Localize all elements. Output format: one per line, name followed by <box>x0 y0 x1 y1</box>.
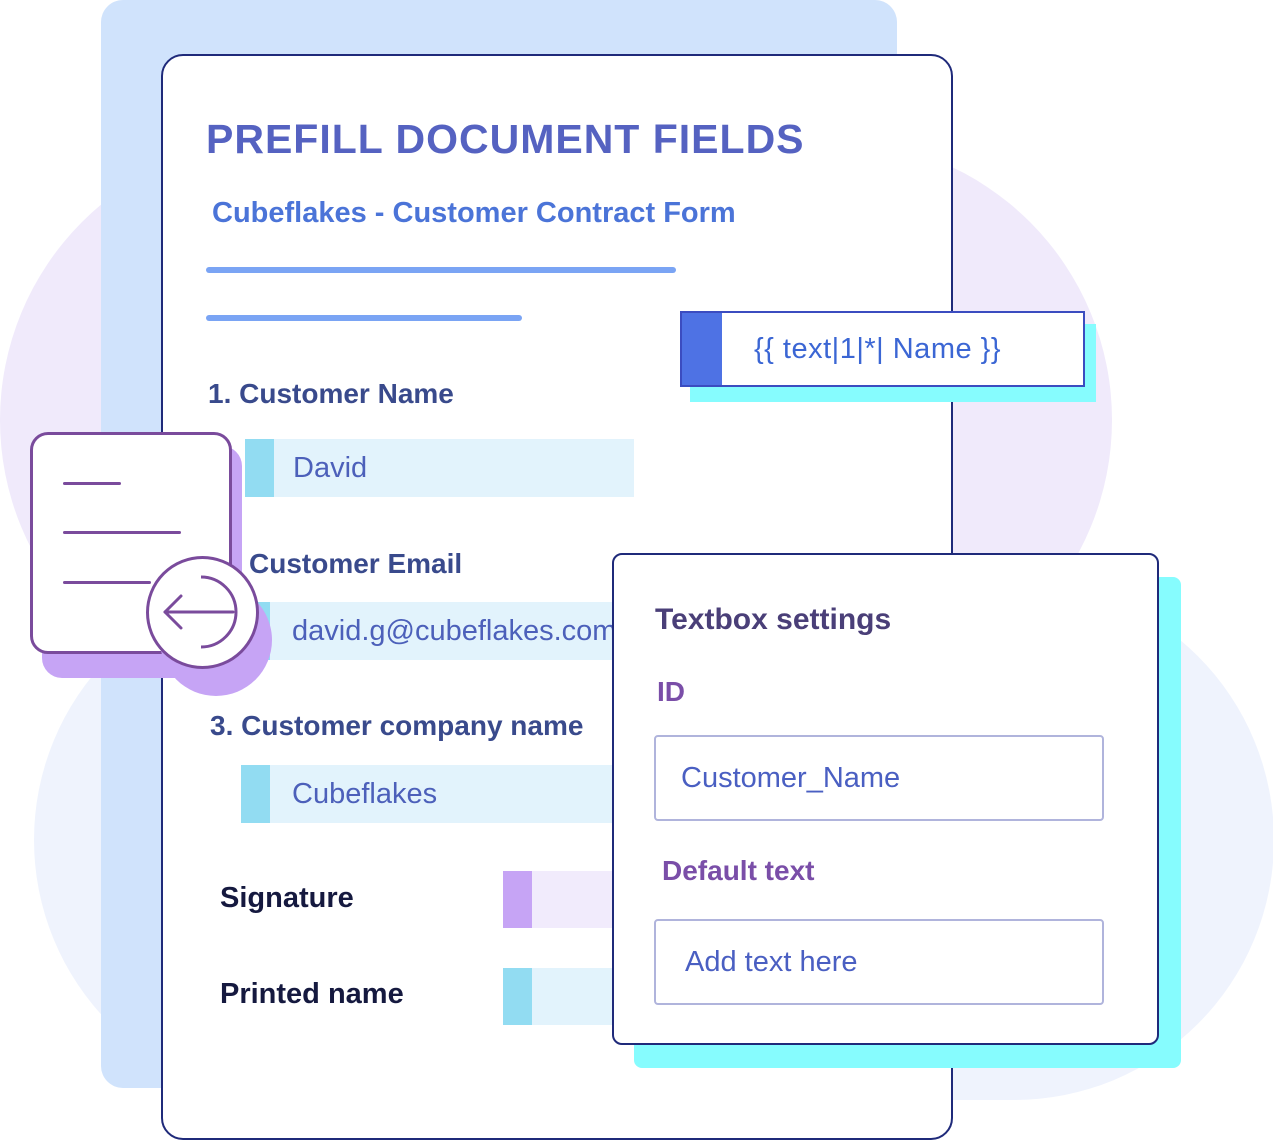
field-marker <box>241 765 270 823</box>
template-tag-marker <box>682 313 722 385</box>
field-label-customer-name: 1. Customer Name <box>208 378 454 409</box>
id-label: ID <box>657 676 685 707</box>
field-customer-email[interactable]: david.g@cubeflakes.com <box>241 602 621 660</box>
template-tag-text: {{ text|1|*| Name }} <box>754 333 1002 365</box>
document-title: PREFILL DOCUMENT FIELDS <box>206 116 805 162</box>
signature-field[interactable] <box>503 871 623 928</box>
field-marker <box>503 871 532 928</box>
document-icon-line <box>63 581 151 584</box>
id-input-value: Customer_Name <box>681 762 901 794</box>
default-text-input[interactable]: Add text here <box>654 919 1104 1005</box>
field-company-name[interactable]: Cubeflakes <box>241 765 621 823</box>
default-text-placeholder: Add text here <box>685 946 858 978</box>
settings-panel-title: Textbox settings <box>655 603 892 636</box>
field-marker <box>245 439 274 497</box>
field-customer-name[interactable]: David <box>245 439 634 497</box>
field-value-customer-name: David <box>293 452 368 484</box>
default-text-label: Default text <box>662 855 815 886</box>
signature-label: Signature <box>220 882 354 914</box>
return-arrow-icon <box>146 556 259 669</box>
field-value-company-name: Cubeflakes <box>292 778 438 810</box>
template-tag: {{ text|1|*| Name }} <box>680 311 1085 387</box>
field-label-company-name: 3. Customer company name <box>210 710 584 741</box>
document-icon-line <box>63 531 181 534</box>
document-subtitle: Cubeflakes - Customer Contract Form <box>212 197 736 229</box>
text-placeholder-line <box>206 267 676 273</box>
printed-name-label: Printed name <box>220 978 404 1010</box>
field-label-customer-email: Customer Email <box>249 548 463 579</box>
field-marker <box>503 968 532 1025</box>
id-input[interactable]: Customer_Name <box>654 735 1104 821</box>
printed-name-field[interactable] <box>503 968 623 1025</box>
field-value-customer-email: david.g@cubeflakes.com <box>292 615 617 647</box>
text-placeholder-line <box>206 315 522 321</box>
document-icon-line <box>63 482 121 485</box>
return-arrow-glyph <box>163 575 238 649</box>
